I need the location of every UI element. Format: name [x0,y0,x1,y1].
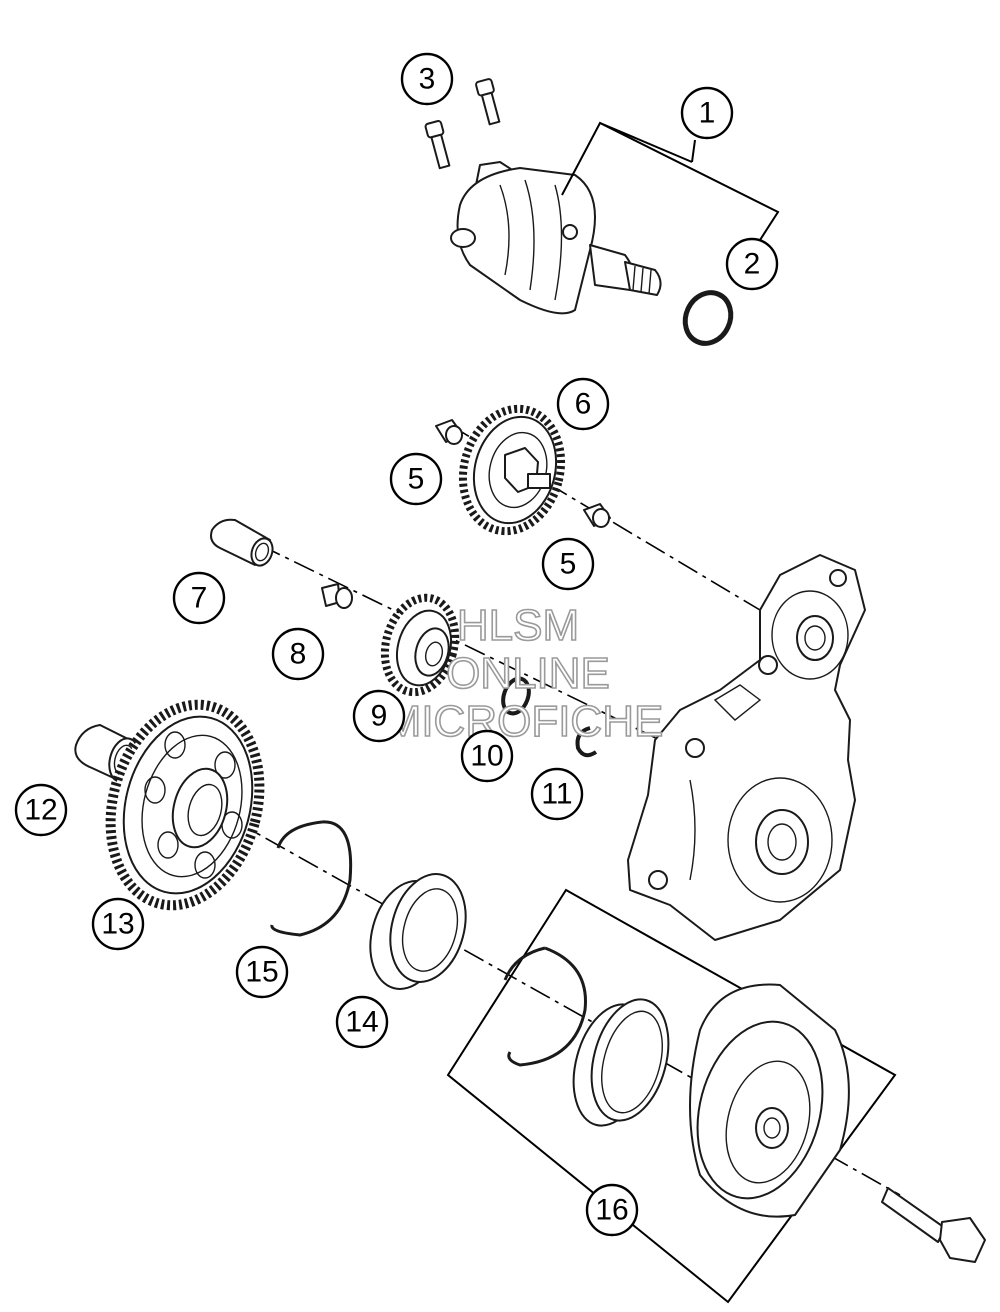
snap-ring [270,820,353,937]
svg-text:13: 13 [101,908,134,941]
o-ring [682,290,734,346]
callout-16: 16 [585,1183,639,1237]
engine-cover [627,554,866,941]
callout-1: 1 [680,86,734,140]
svg-text:16: 16 [595,1194,628,1227]
circlip [575,726,598,758]
svg-text:8: 8 [290,638,307,671]
svg-text:12: 12 [24,794,57,827]
callout-14: 14 [335,995,389,1049]
bushings [435,419,611,528]
watermark-line-2: ONLINE [446,649,610,698]
sleeve [210,518,274,567]
intermediate-gear [458,404,566,536]
callout-2: 2 [725,237,779,291]
callout-8: 8 [271,627,325,681]
freewheel-kit [446,888,897,1304]
callout-9: 9 [352,689,406,743]
svg-text:10: 10 [470,740,503,773]
watermark: HLSM ONLINE MICROFICHE [384,600,664,747]
svg-text:6: 6 [575,388,592,421]
leader-lines [561,121,780,241]
svg-text:3: 3 [419,63,436,96]
callout-6: 6 [556,377,610,431]
small-gear [380,593,460,697]
callout-5-lower: 5 [541,537,595,591]
svg-text:11: 11 [541,778,572,811]
large-gear [105,699,265,911]
bolts [424,78,501,170]
starter-motor [450,161,662,315]
svg-text:5: 5 [560,548,577,581]
svg-text:15: 15 [245,956,278,989]
watermark-line-3: MICROFICHE [385,697,664,746]
washer [501,676,531,716]
callout-12: 12 [14,783,68,837]
callout-5-upper: 5 [389,452,443,506]
callout-15: 15 [235,945,289,999]
svg-text:14: 14 [345,1006,378,1039]
flywheel-bolt [881,1187,986,1263]
svg-text:7: 7 [191,582,208,615]
svg-text:2: 2 [744,248,761,281]
svg-text:5: 5 [408,463,425,496]
pin [321,583,353,609]
callout-3: 3 [400,52,454,106]
callout-11: 11 [530,767,584,821]
callout-10: 10 [460,729,514,783]
callout-13: 13 [91,897,145,951]
svg-text:1: 1 [699,97,716,130]
watermark-line-1: HLSM [457,601,579,650]
svg-text:9: 9 [371,700,388,733]
bearing [369,873,467,990]
callout-7: 7 [172,571,226,625]
